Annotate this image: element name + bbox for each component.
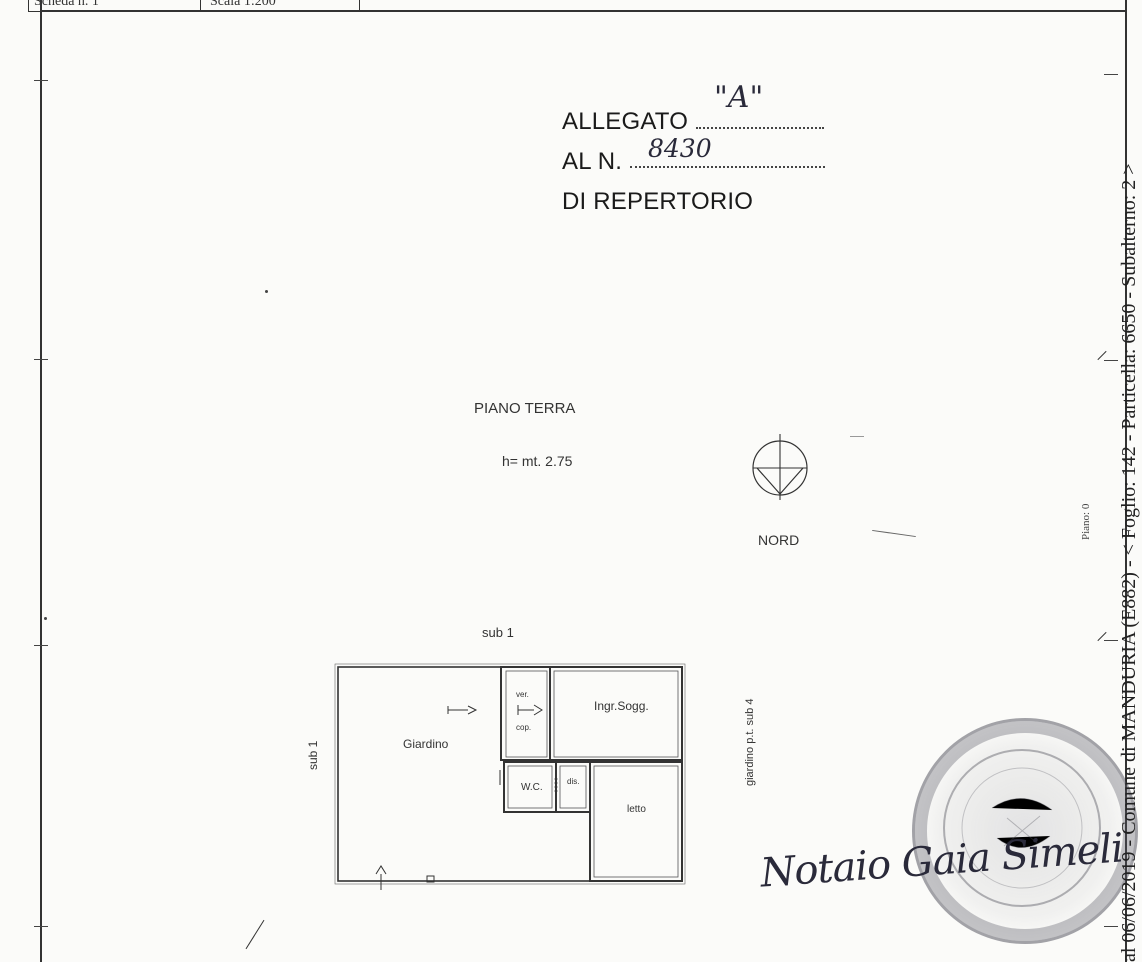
allegato-dotted-line: [696, 127, 824, 129]
scan-mark: [850, 436, 864, 437]
sub-top-label: sub 1: [482, 625, 514, 640]
north-label: NORD: [758, 532, 800, 548]
floor-plan: [334, 663, 686, 890]
frame-top-border: [40, 10, 1127, 12]
sub-right-label: giardino p.t. sub 4: [744, 698, 756, 786]
room-ingresso: Ingr.Sogg.: [594, 699, 649, 713]
allegato-handwritten-value: "A": [714, 80, 764, 115]
frame-right-border: [1125, 0, 1127, 962]
tick-right-4: [1104, 926, 1118, 927]
sub-left-label: sub 1: [306, 740, 320, 770]
frame-left-border: [40, 0, 42, 962]
header-right-cell: Scala 1:200: [210, 0, 276, 9]
room-cop: cop.: [516, 723, 532, 732]
side-registry-text: al 06/06/2019 - Comune di MANDURIA (E882…: [1118, 163, 1140, 962]
north-arrow-icon: [752, 434, 808, 500]
al-n-label: AL N.: [562, 148, 623, 175]
tick-right-3: [1104, 640, 1118, 641]
height-label: h= mt. 2.75: [502, 453, 573, 469]
pen-mark: [1097, 350, 1107, 361]
room-ver: ver.: [516, 690, 529, 699]
room-letto: letto: [627, 804, 646, 815]
repertorio-label: DI REPERTORIO: [562, 188, 754, 215]
floor-title: PIANO TERRA: [474, 400, 576, 417]
tick-left-2: [34, 359, 48, 360]
allegato-label: ALLEGATO: [562, 108, 689, 135]
tick-right-2: [1104, 360, 1118, 361]
header-left-cell: Scheda n. 1: [34, 0, 99, 9]
al-n-dotted-line: [630, 166, 825, 168]
header-divider: [200, 0, 201, 11]
tick-left-3: [34, 645, 48, 646]
notary-seal-detail: [943, 749, 1101, 907]
al-n-handwritten-value: 8430: [648, 134, 712, 163]
room-dis: dis.: [567, 777, 580, 786]
room-giardino: Giardino: [403, 737, 449, 751]
side-small-label: Piano: 0: [1080, 503, 1092, 540]
room-wc: W.C.: [521, 782, 543, 793]
scan-dot: [44, 617, 47, 620]
tick-left-4: [34, 926, 48, 927]
scan-mark: [872, 529, 916, 538]
scan-dot: [265, 290, 268, 293]
pen-stroke: [245, 919, 265, 950]
tick-right-1: [1104, 74, 1118, 75]
tick-left-1: [34, 80, 48, 81]
notary-seal: [912, 718, 1138, 944]
